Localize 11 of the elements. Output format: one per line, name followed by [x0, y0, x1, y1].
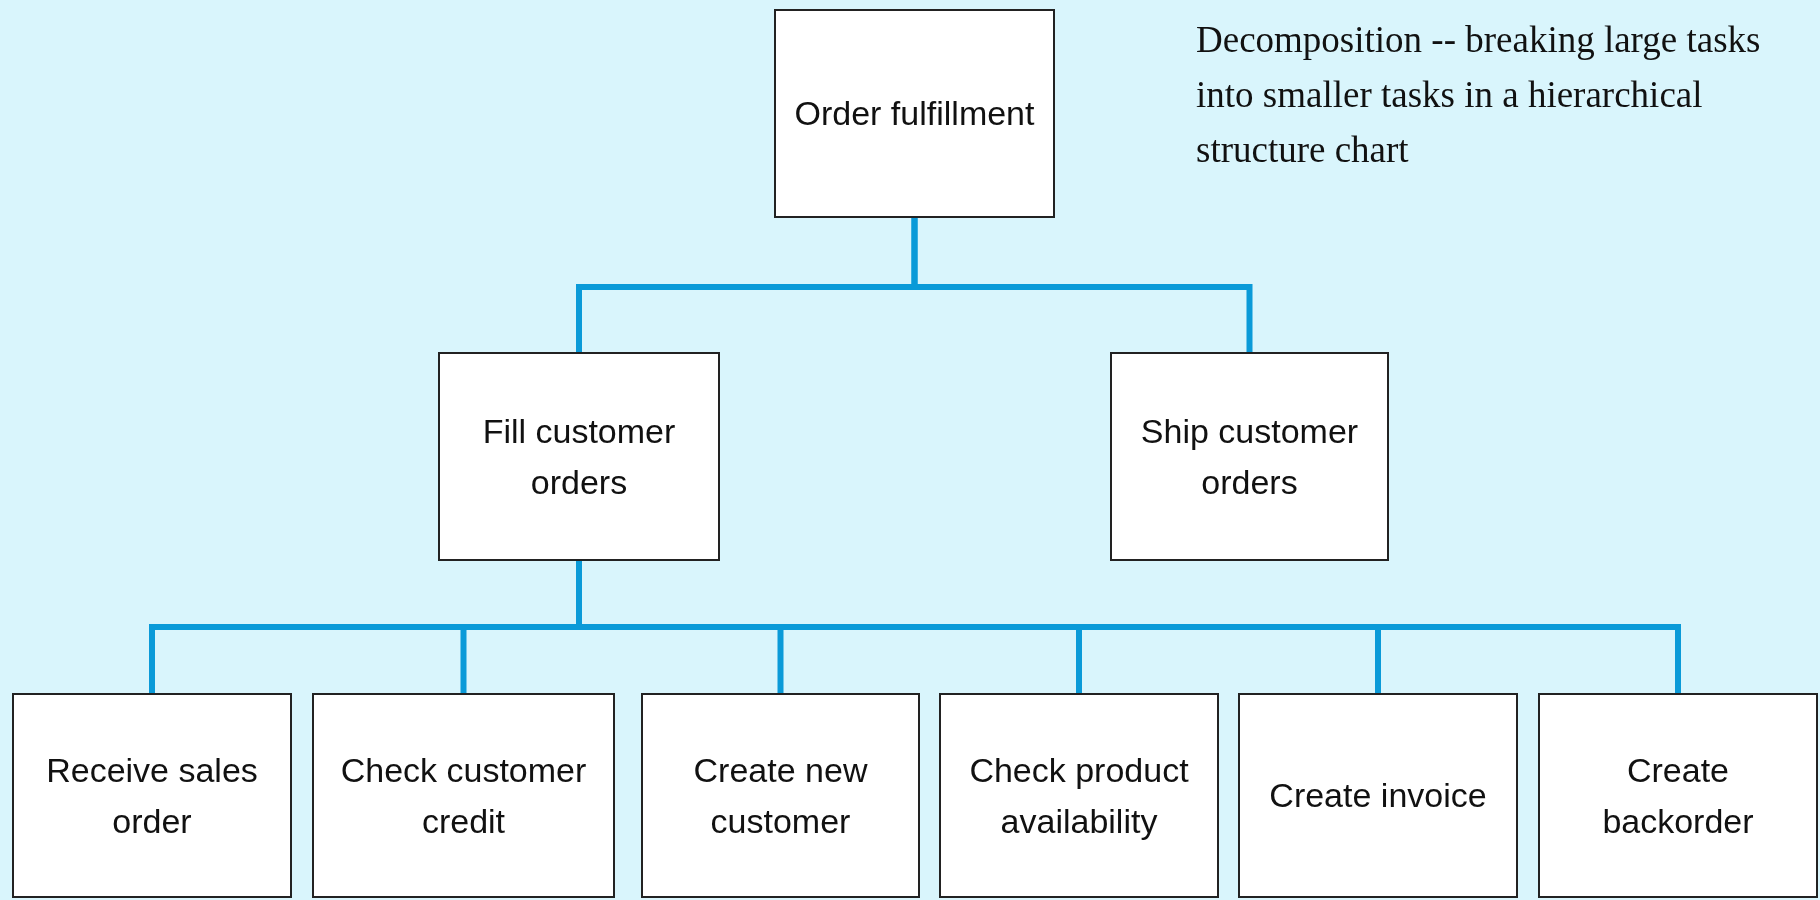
connector-line: [911, 218, 1253, 352]
task-box: Ship customer orders: [1110, 352, 1389, 561]
task-box: Create invoice: [1238, 693, 1518, 898]
task-box: Receive sales order: [12, 693, 292, 898]
task-box: Create new customer: [641, 693, 920, 898]
task-box: Check product availability: [939, 693, 1219, 898]
task-box: Create backorder: [1538, 693, 1818, 898]
description-note: Decomposition -- breaking large tasks into smaller tasks in a hierarchical structure chart: [1196, 18, 1762, 172]
task-box: Order fulfillment: [774, 9, 1055, 218]
task-box: Check customer credit: [312, 693, 615, 898]
task-box: Fill customer orders: [438, 352, 720, 561]
